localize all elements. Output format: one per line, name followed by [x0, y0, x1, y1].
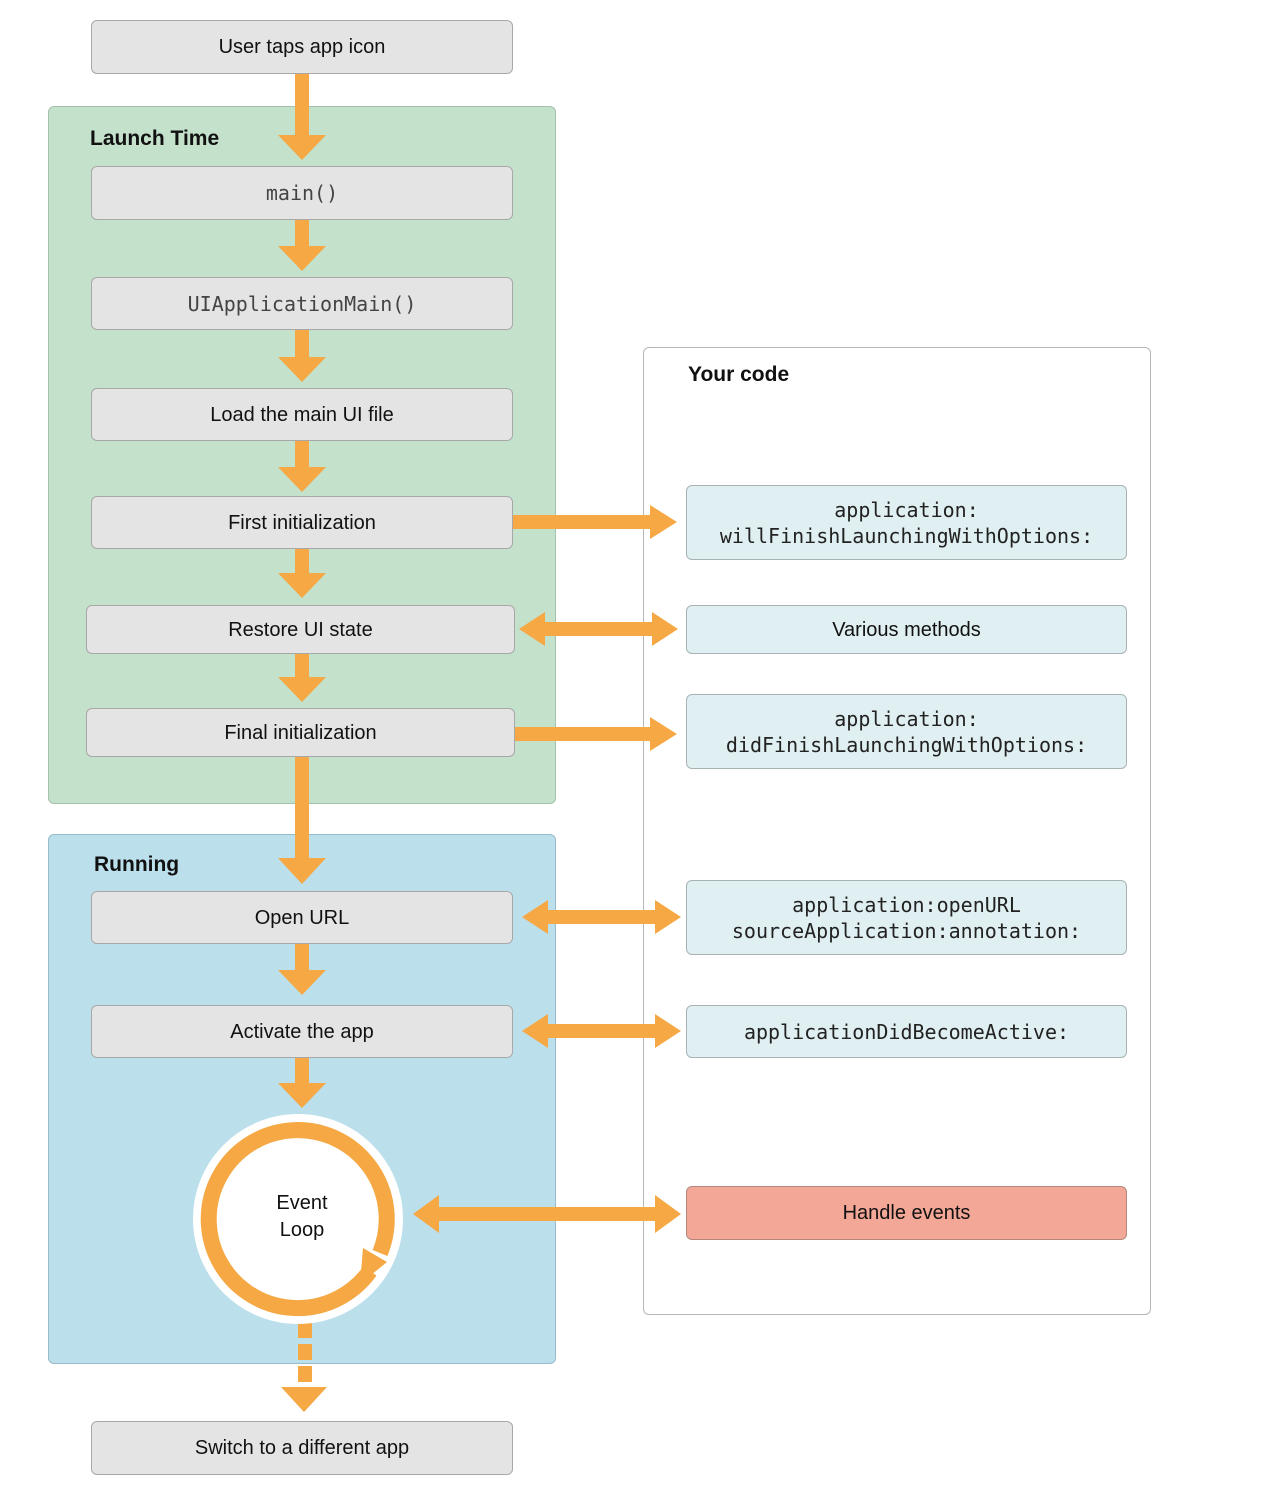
arrow-openurl-to-activate	[278, 944, 326, 995]
did-become-active-method: applicationDidBecomeActive:	[686, 1005, 1127, 1058]
load-main-ui-file-label: Load the main UI file	[210, 403, 394, 426]
did-become-active-label: applicationDidBecomeActive:	[743, 1019, 1070, 1044]
did-finish-line2: didFinishLaunchingWithOptions:	[725, 732, 1088, 757]
arrow-loop-exit-dash-1	[298, 1320, 312, 1338]
arrow-loop-exit-dash-2	[298, 1344, 312, 1360]
uiapplicationmain-label: UIApplicationMain()	[187, 291, 417, 316]
various-methods-label: Various methods	[832, 618, 981, 641]
final-initialization-step: Final initialization	[86, 708, 515, 757]
running-title: Running	[94, 853, 180, 876]
open-url-method: application:openURL sourceApplication:an…	[686, 880, 1127, 955]
restore-ui-state-label: Restore UI state	[228, 618, 373, 641]
did-finish-launching-method: application: didFinishLaunchingWithOptio…	[686, 694, 1127, 769]
uiapplicationmain-step: UIApplicationMain()	[91, 277, 513, 330]
handle-events-box: Handle events	[686, 1186, 1127, 1240]
arrow-loop-exit-dash-3	[298, 1366, 312, 1382]
open-url-label: Open URL	[254, 906, 350, 929]
switch-to-different-app-step: Switch to a different app	[91, 1421, 513, 1475]
event-loop-label-line1: Event	[276, 1192, 328, 1214]
main-function-step: main()	[91, 166, 513, 220]
arrow-activate-didbecomeactive	[522, 1014, 681, 1048]
will-finish-line1: application:	[834, 497, 979, 522]
arrow-openurl-openurlcode	[522, 900, 681, 934]
will-finish-line2: willFinishLaunchingWithOptions:	[719, 523, 1094, 548]
event-loop-arrowhead	[360, 1248, 387, 1284]
arrow-firstinit-to-restore	[278, 549, 326, 598]
event-loop-arc	[200, 1122, 395, 1317]
arrow-uiappmain-to-loadui	[278, 330, 326, 382]
arrow-finalinit-to-openurl	[278, 757, 326, 884]
activate-the-app-step: Activate the app	[91, 1005, 513, 1058]
did-finish-line1: application:	[834, 706, 979, 731]
first-initialization-label: First initialization	[228, 511, 376, 534]
open-url-method-line2: sourceApplication:annotation:	[731, 918, 1082, 943]
event-loop-label-line2: Loop	[279, 1219, 325, 1241]
arrow-tap-to-main	[278, 74, 326, 160]
arrow-firstinit-to-willfinish	[513, 505, 677, 539]
switch-to-different-app-label: Switch to a different app	[194, 1437, 410, 1459]
various-methods-box: Various methods	[686, 605, 1127, 654]
open-url-step: Open URL	[91, 891, 513, 944]
arrow-restore-various	[519, 612, 678, 646]
user-taps-app-icon-label: User taps app icon	[218, 36, 386, 58]
arrow-restore-to-finalinit	[278, 654, 326, 702]
launch-time-title: Launch Time	[90, 127, 220, 150]
arrow-loop-handleevents	[413, 1195, 681, 1233]
restore-ui-state-step: Restore UI state	[86, 605, 515, 654]
user-taps-app-icon-step: User taps app icon	[91, 20, 513, 74]
first-initialization-step: First initialization	[91, 496, 513, 549]
main-function-label: main()	[265, 181, 339, 205]
activate-the-app-label: Activate the app	[230, 1020, 374, 1043]
your-code-title: Your code	[688, 363, 790, 386]
arrow-loadui-to-firstinit	[278, 441, 326, 492]
event-loop-label: Event Loop	[252, 1190, 352, 1244]
arrow-finalinit-to-didfinish	[515, 717, 677, 751]
open-url-method-line1: application:openURL	[792, 892, 1021, 917]
final-initialization-label: Final initialization	[224, 721, 377, 744]
arrow-main-to-uiappmain	[278, 220, 326, 271]
handle-events-label: Handle events	[842, 1202, 971, 1224]
arrow-loop-exit-head	[281, 1387, 327, 1412]
will-finish-launching-method: application: willFinishLaunchingWithOpti…	[686, 485, 1127, 560]
load-main-ui-file-step: Load the main UI file	[91, 388, 513, 441]
arrow-activate-to-loop	[278, 1058, 326, 1108]
